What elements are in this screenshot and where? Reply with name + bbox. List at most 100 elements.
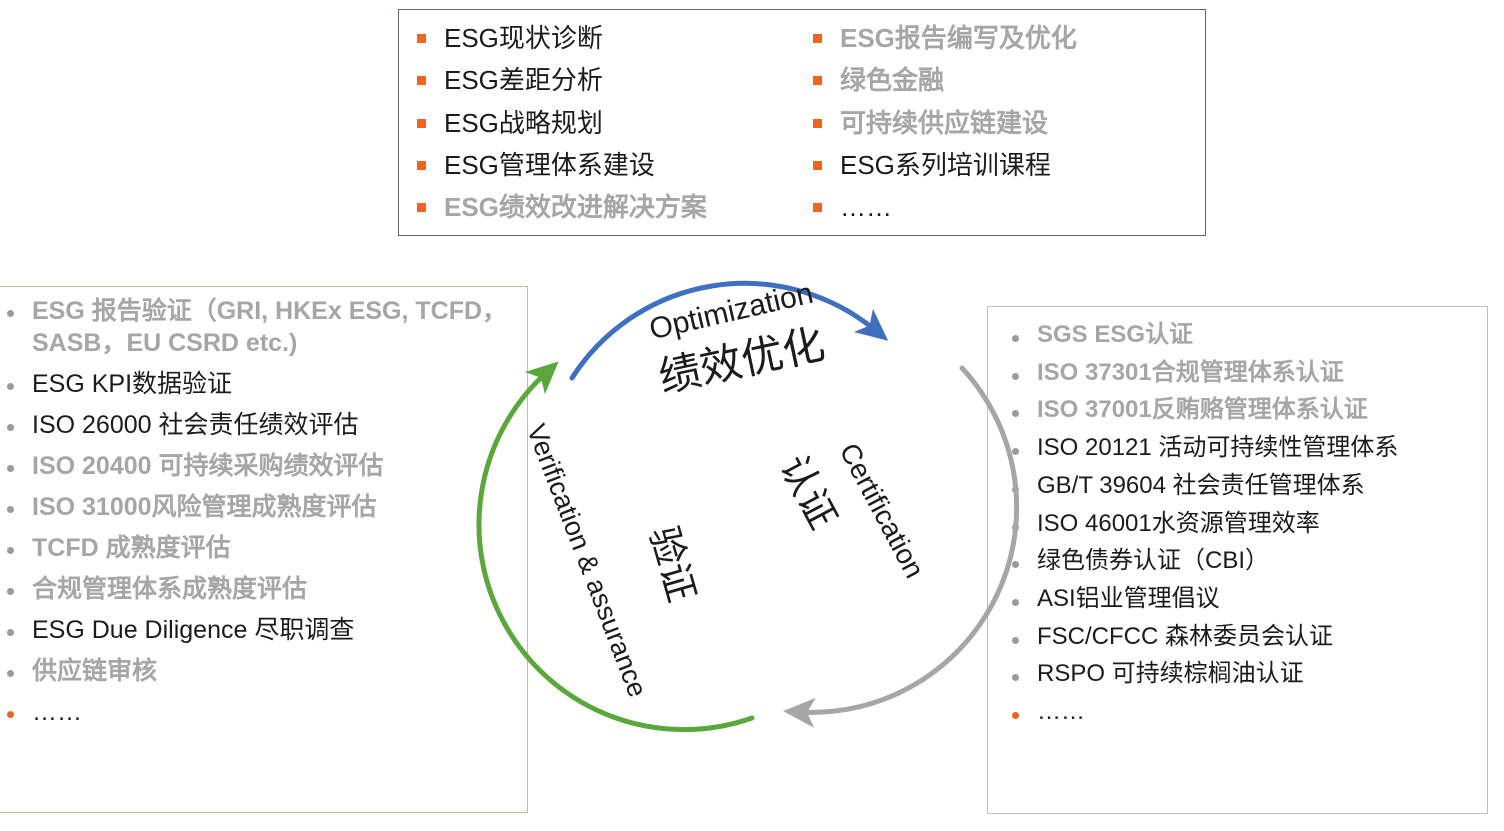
cycle-arrows <box>476 280 1020 733</box>
list-item-label: ISO 37001反贿赂管理体系认证 <box>1037 396 1368 424</box>
list-item: ESG KPI数据验证 <box>7 368 515 400</box>
list-item: 绿色债券认证（CBI） <box>1012 546 1477 577</box>
square-bullet-icon <box>417 76 426 86</box>
list-item: ESG差距分析 <box>417 64 803 97</box>
square-bullet-icon <box>417 160 426 170</box>
round-bullet-icon <box>7 383 14 390</box>
list-item-label: 绿色金融 <box>840 65 945 96</box>
list-item: 可持续供应链建设 <box>813 107 1199 140</box>
services-column-2: ESG报告编写及优化 绿色金融 可持续供应链建设 ESG系列培训课程 <box>803 22 1199 229</box>
list-item: ESG系列培训课程 <box>813 149 1199 182</box>
list-item-label: FSC/CFCC 森林委员会认证 <box>1037 622 1333 650</box>
list-item-label: ESG现状诊断 <box>444 23 603 53</box>
list-item-label: ASI铝业管理倡议 <box>1037 585 1220 613</box>
list-item: TCFD 成熟度评估 <box>7 532 515 564</box>
round-bullet-icon <box>7 629 14 636</box>
list-item-label: ESG绩效改进解决方案 <box>444 192 707 223</box>
list-item: ASI铝业管理倡议 <box>1012 584 1477 615</box>
round-bullet-icon <box>7 670 14 677</box>
list-item-label: ESG KPI数据验证 <box>32 370 233 398</box>
list-item: ESG Due Diligence 尽职调查 <box>7 614 515 646</box>
square-bullet-icon <box>813 34 822 43</box>
list-item: ISO 46001水资源管理效率 <box>1012 509 1477 540</box>
list-item-label: 可持续供应链建设 <box>840 107 1049 138</box>
certification-panel: SGS ESG认证 ISO 37301合规管理体系认证 ISO 37001反贿赂… <box>987 306 1488 814</box>
services-panel: ESG现状诊断 ESG差距分析 ESG战略规划 ESG管理体系建设 <box>398 9 1206 236</box>
square-bullet-icon <box>813 76 822 86</box>
list-item-label: …… <box>840 192 892 223</box>
round-bullet-icon <box>7 547 14 554</box>
list-item: ESG战略规划 <box>417 107 803 140</box>
list-item-label: ESG Due Diligence 尽职调查 <box>32 616 355 644</box>
round-bullet-icon <box>1012 674 1019 682</box>
square-bullet-icon <box>813 203 822 213</box>
list-item: ESG 报告验证（GRI, HKEx ESG, TCFD，SASB，EU CSR… <box>7 295 515 359</box>
round-bullet-icon <box>1012 335 1019 342</box>
round-bullet-icon <box>1012 636 1019 644</box>
list-item-label: SGS ESG认证 <box>1037 321 1194 348</box>
round-bullet-icon <box>7 588 14 595</box>
round-bullet-icon <box>1012 712 1019 720</box>
list-item-label: ISO 20121 活动可持续性管理体系 <box>1037 434 1399 462</box>
round-bullet-icon <box>1012 372 1019 380</box>
square-bullet-icon <box>417 34 426 43</box>
square-bullet-icon <box>813 118 822 128</box>
round-bullet-icon <box>7 506 14 513</box>
list-item-label: ISO 31000风险管理成熟度评估 <box>32 493 377 521</box>
list-item: ESG现状诊断 <box>417 22 803 55</box>
optimization-arrow <box>569 280 889 381</box>
certification-arrow <box>783 365 1020 728</box>
list-item: ISO 20400 可持续采购绩效评估 <box>7 450 515 482</box>
list-item: ESG报告编写及优化 <box>813 22 1199 55</box>
round-bullet-icon <box>1012 448 1019 456</box>
list-item: …… <box>7 696 515 728</box>
list-item: ISO 20121 活动可持续性管理体系 <box>1012 433 1477 464</box>
round-bullet-icon <box>7 711 14 718</box>
list-item-label: ISO 26000 社会责任绩效评估 <box>32 411 359 439</box>
list-item: ISO 37001反贿赂管理体系认证 <box>1012 395 1477 426</box>
list-item-label: …… <box>32 698 82 726</box>
round-bullet-icon <box>7 424 14 431</box>
list-item: …… <box>1012 697 1477 728</box>
square-bullet-icon <box>417 118 426 128</box>
list-item-label: ESG差距分析 <box>444 65 603 96</box>
list-item: 绿色金融 <box>813 64 1199 97</box>
square-bullet-icon <box>813 160 822 170</box>
list-item-label: RSPO 可持续棕榈油认证 <box>1037 660 1304 688</box>
list-item-label: 供应链审核 <box>32 657 158 685</box>
list-item: …… <box>813 191 1199 224</box>
list-item: ISO 37301合规管理体系认证 <box>1012 358 1477 389</box>
services-column-1: ESG现状诊断 ESG差距分析 ESG战略规划 ESG管理体系建设 <box>409 22 803 229</box>
verification-panel: ESG 报告验证（GRI, HKEx ESG, TCFD，SASB，EU CSR… <box>0 286 528 813</box>
list-item: ISO 26000 社会责任绩效评估 <box>7 409 515 441</box>
list-item: ISO 31000风险管理成熟度评估 <box>7 491 515 523</box>
list-item-label: …… <box>1037 698 1085 726</box>
list-item: ESG管理体系建设 <box>417 149 803 182</box>
verification-arrow <box>476 361 755 733</box>
list-item-label: ESG战略规划 <box>444 107 603 138</box>
list-item: FSC/CFCC 森林委员会认证 <box>1012 622 1477 653</box>
list-item: SGS ESG认证 <box>1012 320 1477 351</box>
list-item: ESG绩效改进解决方案 <box>417 191 803 224</box>
list-item: 供应链审核 <box>7 655 515 687</box>
list-item-label: 合规管理体系成熟度评估 <box>32 575 308 603</box>
cycle-diagram: Optimization 绩效优化 认证 Certification 验证 Ve… <box>476 268 1020 758</box>
list-item: RSPO 可持续棕榈油认证 <box>1012 659 1477 690</box>
list-item-label: ESG管理体系建设 <box>444 149 655 180</box>
list-item: 合规管理体系成熟度评估 <box>7 573 515 605</box>
list-item-label: ESG 报告验证（GRI, HKEx ESG, TCFD，SASB，EU CSR… <box>32 297 508 357</box>
list-item-label: ISO 37301合规管理体系认证 <box>1037 358 1344 386</box>
list-item: GB/T 39604 社会责任管理体系 <box>1012 471 1477 502</box>
list-item-label: ISO 20400 可持续采购绩效评估 <box>32 452 384 480</box>
round-bullet-icon <box>7 465 14 472</box>
list-item-label: ESG系列培训课程 <box>840 149 1051 180</box>
round-bullet-icon <box>1012 561 1019 569</box>
list-item-label: TCFD 成熟度评估 <box>32 534 231 562</box>
list-item-label: ESG报告编写及优化 <box>840 23 1077 53</box>
round-bullet-icon <box>1012 599 1019 607</box>
list-item-label: GB/T 39604 社会责任管理体系 <box>1037 471 1365 499</box>
square-bullet-icon <box>417 203 426 213</box>
list-item-label: ISO 46001水资源管理效率 <box>1037 509 1320 537</box>
round-bullet-icon <box>1012 410 1019 418</box>
